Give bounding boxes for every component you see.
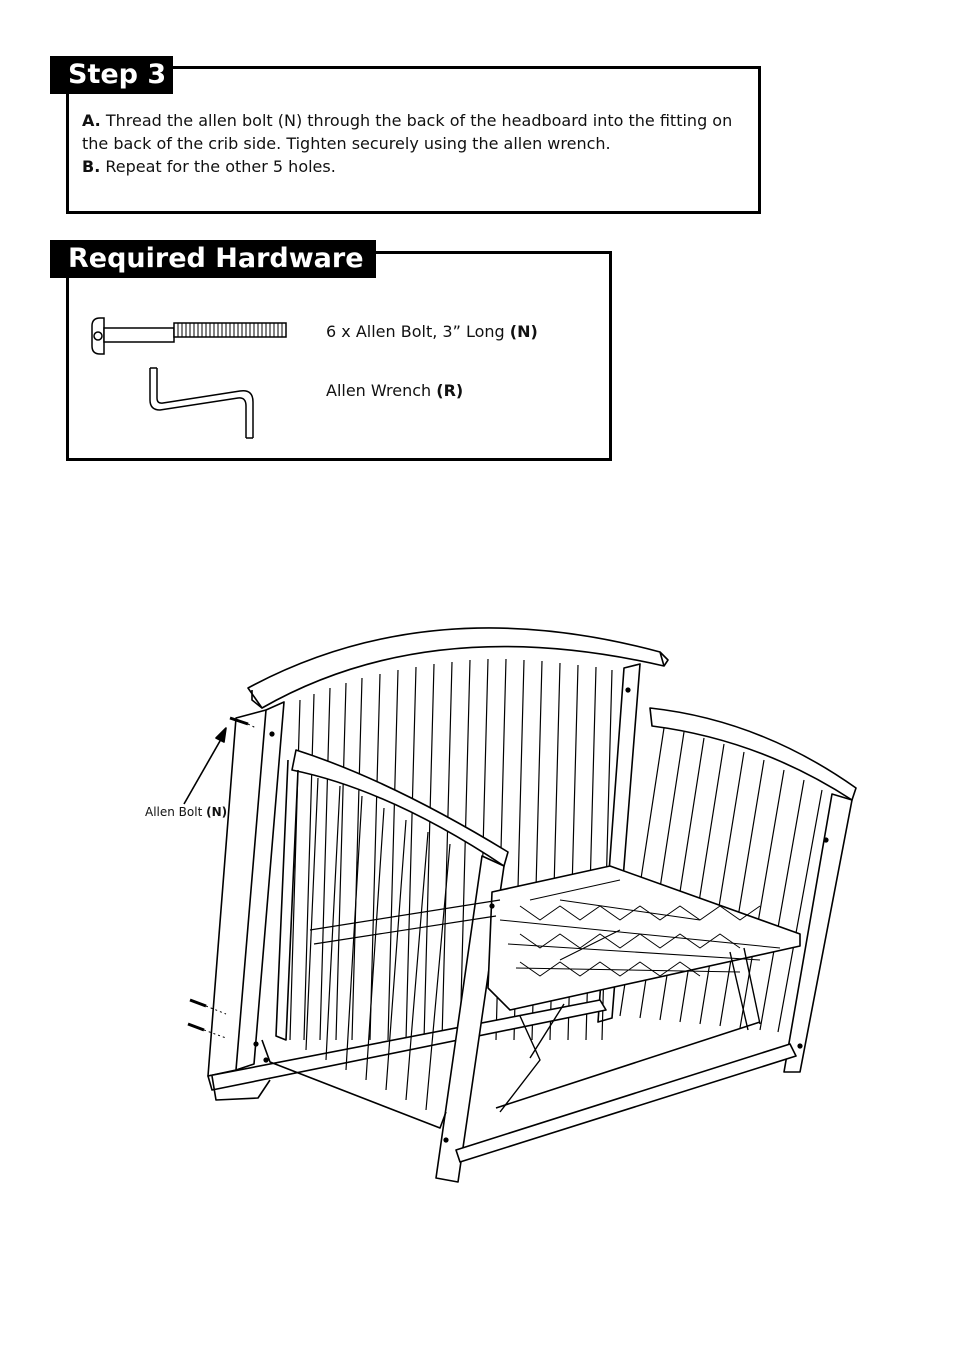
wrench-code: (R) — [436, 381, 464, 400]
instruction-b-text: Repeat for the other 5 holes. — [100, 157, 336, 176]
instruction-a-letter: A. — [82, 111, 101, 130]
instruction-a: A. Thread the allen bolt (N) through the… — [82, 109, 742, 155]
callout-label: Allen Bolt — [145, 805, 203, 819]
wrench-description: Allen Wrench — [326, 381, 432, 400]
crib-assembly-diagram — [183, 627, 857, 1183]
step-title: Step 3 — [50, 56, 173, 94]
allen-bolt-callout: Allen Bolt (N) — [145, 805, 227, 820]
instruction-a-text: Thread the allen bolt (N) through the ba… — [82, 111, 733, 153]
bolt-description: 6 x Allen Bolt, 3” Long — [326, 322, 505, 341]
allen-bolt-icon — [91, 317, 287, 355]
callout-code: (N) — [206, 805, 228, 819]
step-instructions: A. Thread the allen bolt (N) through the… — [82, 109, 742, 178]
instruction-b: B. Repeat for the other 5 holes. — [82, 155, 742, 178]
instruction-b-letter: B. — [82, 157, 101, 176]
hardware-item-bolt: 6 x Allen Bolt, 3” Long (N) — [326, 322, 538, 342]
required-hardware-title: Required Hardware — [50, 240, 376, 278]
hardware-item-wrench: Allen Wrench (R) — [326, 381, 463, 401]
step-instructions-box — [66, 66, 761, 214]
bolt-code: (N) — [509, 322, 538, 341]
allen-wrench-icon — [149, 367, 254, 439]
